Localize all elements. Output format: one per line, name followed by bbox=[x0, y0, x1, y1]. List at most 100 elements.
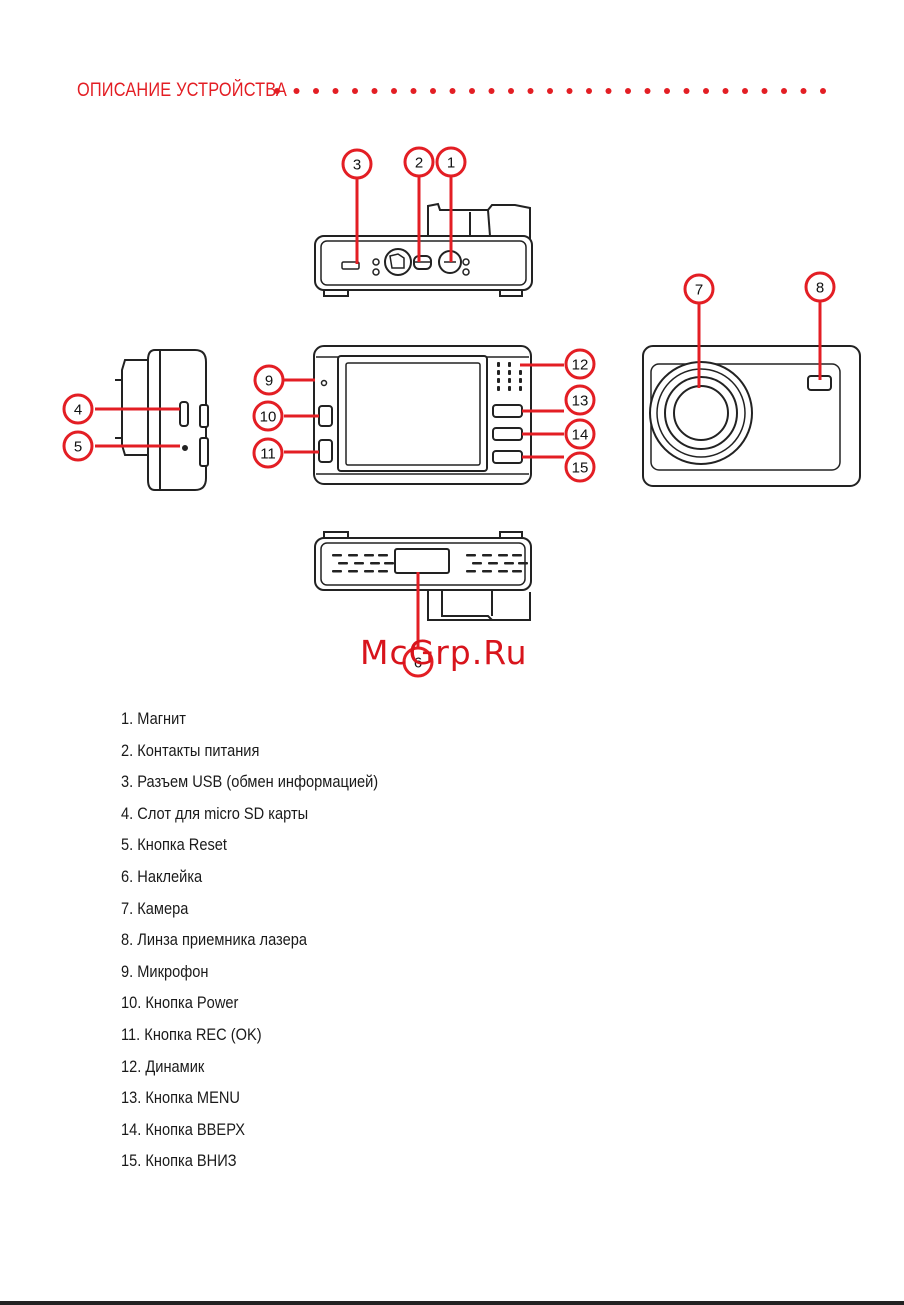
callout-ring bbox=[341, 148, 373, 180]
legend-item: 15. Кнопка ВНИЗ bbox=[121, 1151, 237, 1171]
legend-item: 10. Кнопка Power bbox=[121, 993, 239, 1013]
leader-dot bbox=[586, 88, 592, 94]
vent-slot bbox=[472, 562, 482, 565]
callout-number: 1 bbox=[447, 155, 455, 172]
callout-14: 14 bbox=[564, 418, 596, 450]
callout-ring bbox=[435, 146, 467, 178]
vent-slot bbox=[378, 570, 388, 573]
leader-dot bbox=[430, 88, 436, 94]
callout-ring bbox=[253, 364, 285, 396]
vent-slot bbox=[498, 554, 508, 557]
leader-dot bbox=[664, 88, 670, 94]
vent-slot bbox=[512, 570, 522, 573]
legend-item: 3. Разъем USB (обмен информацией) bbox=[121, 772, 379, 792]
callout-ring bbox=[252, 437, 284, 469]
leader-dot bbox=[566, 88, 573, 94]
speaker-hole bbox=[519, 386, 522, 391]
callout-7: 7 bbox=[683, 273, 715, 305]
callout-number: 12 bbox=[572, 357, 589, 374]
callout-6: 6 bbox=[402, 646, 434, 678]
device-front-view bbox=[313, 345, 532, 485]
callout-12: 12 bbox=[564, 348, 596, 380]
leader-dot bbox=[742, 88, 748, 94]
legend-item: 1. Магнит bbox=[121, 709, 187, 728]
speaker-hole bbox=[519, 378, 522, 383]
legend-item: 2. Контакты питания bbox=[121, 740, 260, 760]
callout-number: 9 bbox=[265, 373, 273, 390]
callout-ring bbox=[403, 146, 435, 178]
speaker-hole bbox=[508, 386, 511, 391]
callout-13: 13 bbox=[564, 384, 596, 416]
callout-ring bbox=[683, 273, 715, 305]
leader-dot bbox=[293, 88, 300, 94]
callout-8: 8 bbox=[804, 271, 836, 303]
leader-dot bbox=[781, 88, 787, 94]
legend-item: 9. Микрофон bbox=[121, 961, 209, 981]
callout-15: 15 bbox=[564, 451, 596, 483]
vent-slot bbox=[504, 562, 514, 565]
vent-slot bbox=[370, 562, 380, 565]
vent-slot bbox=[348, 554, 358, 557]
callout-ring bbox=[564, 451, 596, 483]
callout-lines-back bbox=[697, 302, 822, 388]
callout-5: 5 bbox=[62, 430, 94, 462]
leader-dot bbox=[332, 88, 339, 94]
vent-slot bbox=[384, 562, 394, 565]
leader-dot bbox=[800, 88, 807, 94]
vent-slot bbox=[348, 570, 358, 573]
callout-number: 11 bbox=[260, 446, 276, 463]
vent-slot bbox=[466, 570, 476, 573]
speaker-hole bbox=[508, 362, 511, 367]
leader-dot bbox=[625, 88, 631, 94]
callout-10: 10 bbox=[252, 400, 284, 432]
vent-slot bbox=[512, 554, 522, 557]
device-top-view bbox=[314, 202, 533, 297]
callout-number: 6 bbox=[414, 655, 422, 672]
component-legend: 1. Магнит 2. Контакты питания 3. Разъем … bbox=[121, 706, 420, 1180]
vent-slot bbox=[364, 570, 374, 573]
leader-dot bbox=[761, 88, 768, 94]
vent-slot bbox=[498, 570, 508, 573]
vent-slot bbox=[482, 554, 492, 557]
callout-ring bbox=[564, 348, 596, 380]
bottom-vent-slots bbox=[332, 554, 528, 573]
callout-11: 11 bbox=[252, 437, 284, 469]
speaker-grille bbox=[497, 362, 522, 391]
legend-item: 8. Линза приемника лазера bbox=[121, 930, 307, 950]
leader-dot bbox=[410, 88, 417, 94]
leader-dot bbox=[683, 88, 690, 94]
section-title: ОПИСАНИЕ УСТРОЙСТВА bbox=[77, 80, 287, 101]
callout-number: 2 bbox=[415, 155, 423, 172]
leader-dot bbox=[391, 88, 397, 94]
legend-item: 14. Кнопка ВВЕРХ bbox=[121, 1119, 246, 1139]
vent-slot bbox=[378, 554, 388, 557]
callout-number: 5 bbox=[74, 439, 82, 456]
callout-lines-top bbox=[355, 176, 453, 264]
vent-slot bbox=[338, 562, 348, 565]
leader-dot bbox=[547, 88, 553, 94]
callout-number: 8 bbox=[816, 280, 824, 297]
speaker-hole bbox=[497, 362, 500, 367]
device-side-view bbox=[115, 349, 209, 491]
legend-item: 12. Динамик bbox=[121, 1056, 205, 1076]
callout-4: 4 bbox=[62, 393, 94, 425]
leader-dot bbox=[527, 88, 534, 94]
legend-item: 4. Слот для micro SD карты bbox=[121, 803, 309, 823]
callout-ring bbox=[564, 384, 596, 416]
leader-dot bbox=[449, 88, 456, 94]
leader-dot bbox=[703, 88, 709, 94]
leader-dot bbox=[352, 88, 358, 94]
legend-item: 5. Кнопка Reset bbox=[121, 835, 227, 855]
leader-dot bbox=[371, 88, 378, 94]
vent-slot bbox=[332, 554, 342, 557]
speaker-hole bbox=[497, 370, 500, 375]
callout-number: 15 bbox=[572, 460, 589, 477]
leader-dot bbox=[313, 88, 319, 94]
callout-ring bbox=[252, 400, 284, 432]
speaker-hole bbox=[519, 370, 522, 375]
legend-item: 11. Кнопка REC (OK) bbox=[121, 1024, 262, 1044]
callout-number: 13 bbox=[572, 393, 589, 410]
vent-slot bbox=[332, 570, 342, 573]
callout-number: 14 bbox=[572, 427, 589, 444]
